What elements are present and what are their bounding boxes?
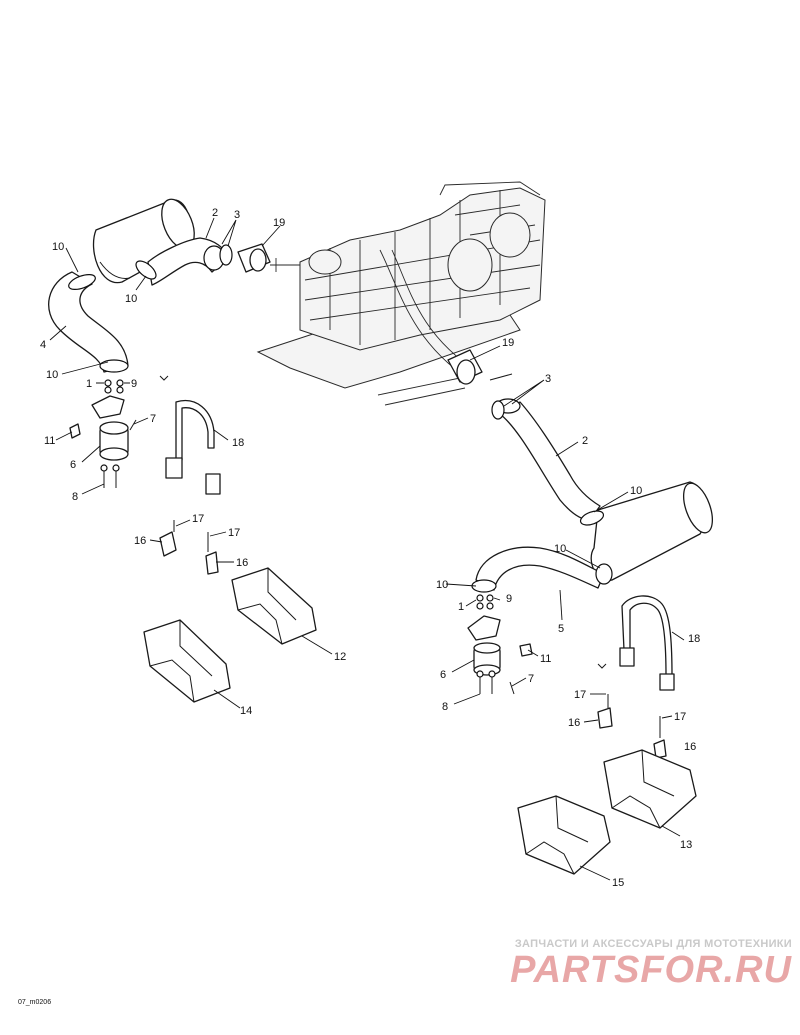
callout-2: 2 [212, 207, 218, 219]
callout-2: 2 [582, 435, 588, 447]
exhaust-sleeve-19-upper [237, 243, 271, 273]
exhaust-hose-2-right [499, 401, 601, 521]
callout-18: 18 [232, 437, 244, 449]
watermark: ЗАПЧАСТИ И АКСЕССУАРЫ ДЛЯ МОТОТЕХНИКИ PA… [510, 938, 792, 990]
engine-block [256, 181, 546, 406]
callout-3: 3 [234, 209, 240, 221]
callout-10: 10 [46, 369, 58, 381]
callout-3: 3 [545, 373, 551, 385]
watermark-tagline: ЗАПЧАСТИ И АКСЕССУАРЫ ДЛЯ МОТОТЕХНИКИ [514, 938, 792, 950]
bolts-right [476, 670, 515, 695]
callout-12: 12 [334, 651, 346, 663]
support-block-12 [231, 567, 317, 645]
callout-10: 10 [630, 485, 642, 497]
bracket-16-left-a [159, 520, 177, 557]
callout-5: 5 [558, 623, 564, 635]
callout-10: 10 [554, 543, 566, 555]
muffler-right [590, 481, 714, 581]
bracket-16-right-a [597, 694, 613, 729]
callout-4: 4 [40, 339, 46, 351]
outlet-6-right [467, 615, 533, 676]
callout-10: 10 [52, 241, 64, 253]
hose-clamps-left [68, 244, 233, 373]
fasteners-1-9-left [104, 379, 124, 394]
figure-code: 07_m0206 [18, 999, 51, 1006]
callout-17: 17 [574, 689, 586, 701]
callout-6: 6 [70, 459, 76, 471]
watermark-brand: PARTSFOR.RU [510, 949, 792, 991]
bolts-left [100, 419, 137, 488]
callout-1: 1 [458, 601, 464, 613]
callout-9: 9 [131, 378, 137, 390]
callout-8: 8 [72, 491, 78, 503]
callout-6: 6 [440, 669, 446, 681]
callout-13: 13 [680, 839, 692, 851]
callout-16: 16 [684, 741, 696, 753]
callout-7: 7 [150, 413, 156, 425]
fasteners-1-9-right [476, 594, 494, 610]
callout-19: 19 [273, 217, 285, 229]
callout-11: 11 [540, 653, 551, 665]
outlet-6-left [69, 395, 129, 461]
callout-8: 8 [442, 701, 448, 713]
callout-17: 17 [228, 527, 240, 539]
callout-17: 17 [192, 513, 204, 525]
callout-numbers: 2 3 19 10 10 4 10 1 9 11 7 6 8 18 17 16 … [40, 207, 700, 889]
strap-18-right [619, 595, 675, 691]
callout-16: 16 [134, 535, 146, 547]
callout-11: 11 [44, 435, 55, 447]
leader-lines [49, 217, 685, 881]
callout-15: 15 [612, 877, 624, 889]
bracket-16-right-b [653, 716, 667, 759]
callout-14: 14 [240, 705, 252, 717]
callout-10: 10 [125, 293, 137, 305]
callout-19: 19 [502, 337, 514, 349]
exhaust-hose-4 [48, 271, 129, 373]
callout-18: 18 [688, 633, 700, 645]
bracket-16-left-b [205, 532, 219, 575]
support-block-14 [143, 619, 231, 703]
callout-1: 1 [86, 378, 92, 390]
callout-16: 16 [568, 717, 580, 729]
callout-10: 10 [436, 579, 448, 591]
callout-7: 7 [528, 673, 534, 685]
support-block-13 [603, 749, 697, 829]
callout-16: 16 [236, 557, 248, 569]
strap-18-left [165, 400, 221, 495]
muffler-left [92, 198, 195, 284]
callout-17: 17 [674, 711, 686, 723]
support-block-15 [517, 795, 611, 875]
small-markers [159, 375, 607, 669]
callout-9: 9 [506, 593, 512, 605]
